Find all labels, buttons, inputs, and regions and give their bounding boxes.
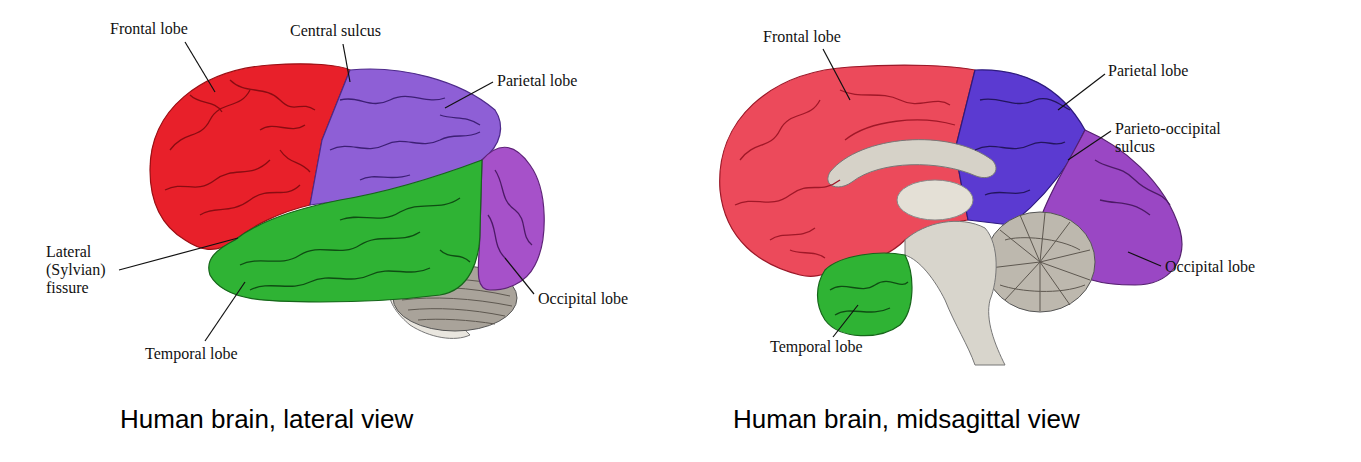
sulcus-label: Parieto-occipital sulcus (1115, 120, 1240, 156)
lobe-label: Occipital lobe (1165, 258, 1255, 276)
lobe-label: Frontal lobe (110, 20, 188, 38)
lobe-label: Frontal lobe (763, 28, 841, 46)
lobe-label: Parietal lobe (497, 72, 577, 90)
lateral-brain (119, 42, 544, 341)
figure-caption: Human brain, midsagittal view (733, 404, 1080, 434)
lobe-label: Temporal lobe (770, 338, 863, 356)
sulcus-label: Central sulcus (290, 22, 381, 40)
lobe-label: Temporal lobe (145, 345, 238, 363)
midsagittal-brain (720, 49, 1182, 365)
fissure-label: Lateral (Sylvian) fissure (46, 243, 120, 297)
lobe-label: Parietal lobe (1108, 62, 1188, 80)
lobe-label: Occipital lobe (538, 290, 628, 308)
figure-caption: Human brain, lateral view (120, 404, 413, 434)
